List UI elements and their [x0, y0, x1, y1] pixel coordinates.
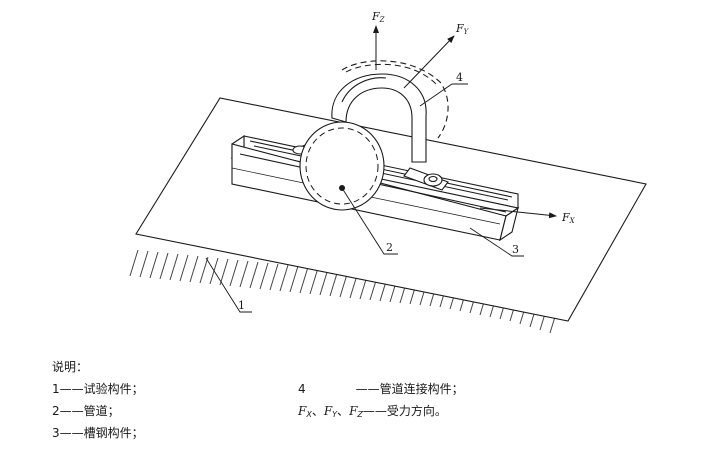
callout-4: 4 [456, 71, 463, 84]
legend-number: 3 [52, 426, 60, 440]
legend-text: 试验构件； [83, 382, 144, 396]
pipe [299, 60, 449, 211]
legend-dash: —— [59, 404, 84, 418]
callout-leaders [205, 83, 524, 313]
test-fixture-diagram: FZ FY FX 1 2 3 4 [129, 10, 647, 334]
force-arrow-x [479, 207, 557, 219]
leader-4 [419, 83, 468, 107]
callout-1: 1 [238, 299, 245, 312]
leader-2 [341, 187, 398, 255]
callout-3: 3 [512, 243, 519, 256]
legend-force-item: FX、FY、FZ——受力方向。 [298, 404, 447, 419]
legend-dash: —— [59, 426, 84, 440]
callout-2: 2 [386, 241, 393, 254]
leader-1 [205, 257, 252, 313]
force-arrow-y [403, 35, 455, 89]
legend-number: 2 [52, 404, 60, 418]
legend-item: 3——槽钢构件； [52, 424, 144, 442]
legend-dash: —— [59, 382, 84, 396]
legend-text: 槽钢构件； [83, 426, 144, 440]
force-label-z: FZ [371, 10, 385, 24]
legend-item: 1——试验构件； [52, 380, 144, 398]
legend-item: 4 ——管道连接构件； [298, 380, 464, 398]
legend-text: 管道连接构件； [379, 382, 464, 396]
legend-title: 说明： [52, 360, 89, 374]
legend-item: 2——管道； [52, 402, 120, 420]
legend-text: 管道； [83, 404, 120, 418]
legend-number: 1 [52, 382, 60, 396]
legend-dash: —— [355, 382, 380, 396]
force-arrows [373, 25, 557, 219]
leader-3 [469, 227, 524, 257]
legend-number: 4 [298, 382, 306, 396]
force-label-y: FY [455, 22, 470, 36]
legend-dash: —— [362, 404, 387, 418]
force-label-x: FX [561, 211, 576, 225]
legend-text: 受力方向。 [386, 404, 447, 418]
